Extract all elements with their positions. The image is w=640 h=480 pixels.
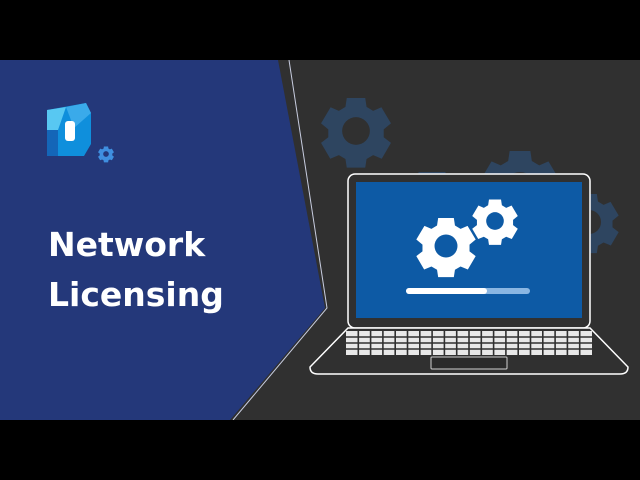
- progress-fill: [406, 288, 487, 294]
- panel-edge-line: [232, 60, 328, 420]
- title-line-1: Network: [48, 225, 206, 264]
- illustration: [0, 60, 629, 420]
- thumbnail-stage: Network Licensing: [0, 60, 640, 420]
- screen-gear-icon: [416, 199, 518, 278]
- progress-bar: [406, 288, 530, 294]
- laptop-icon: [309, 173, 629, 375]
- touchpad: [430, 356, 508, 370]
- small-gear-icon: [98, 146, 114, 163]
- title-line-2: Licensing: [48, 275, 224, 314]
- page-title: Network Licensing: [48, 220, 224, 320]
- logo-icon: [47, 103, 91, 156]
